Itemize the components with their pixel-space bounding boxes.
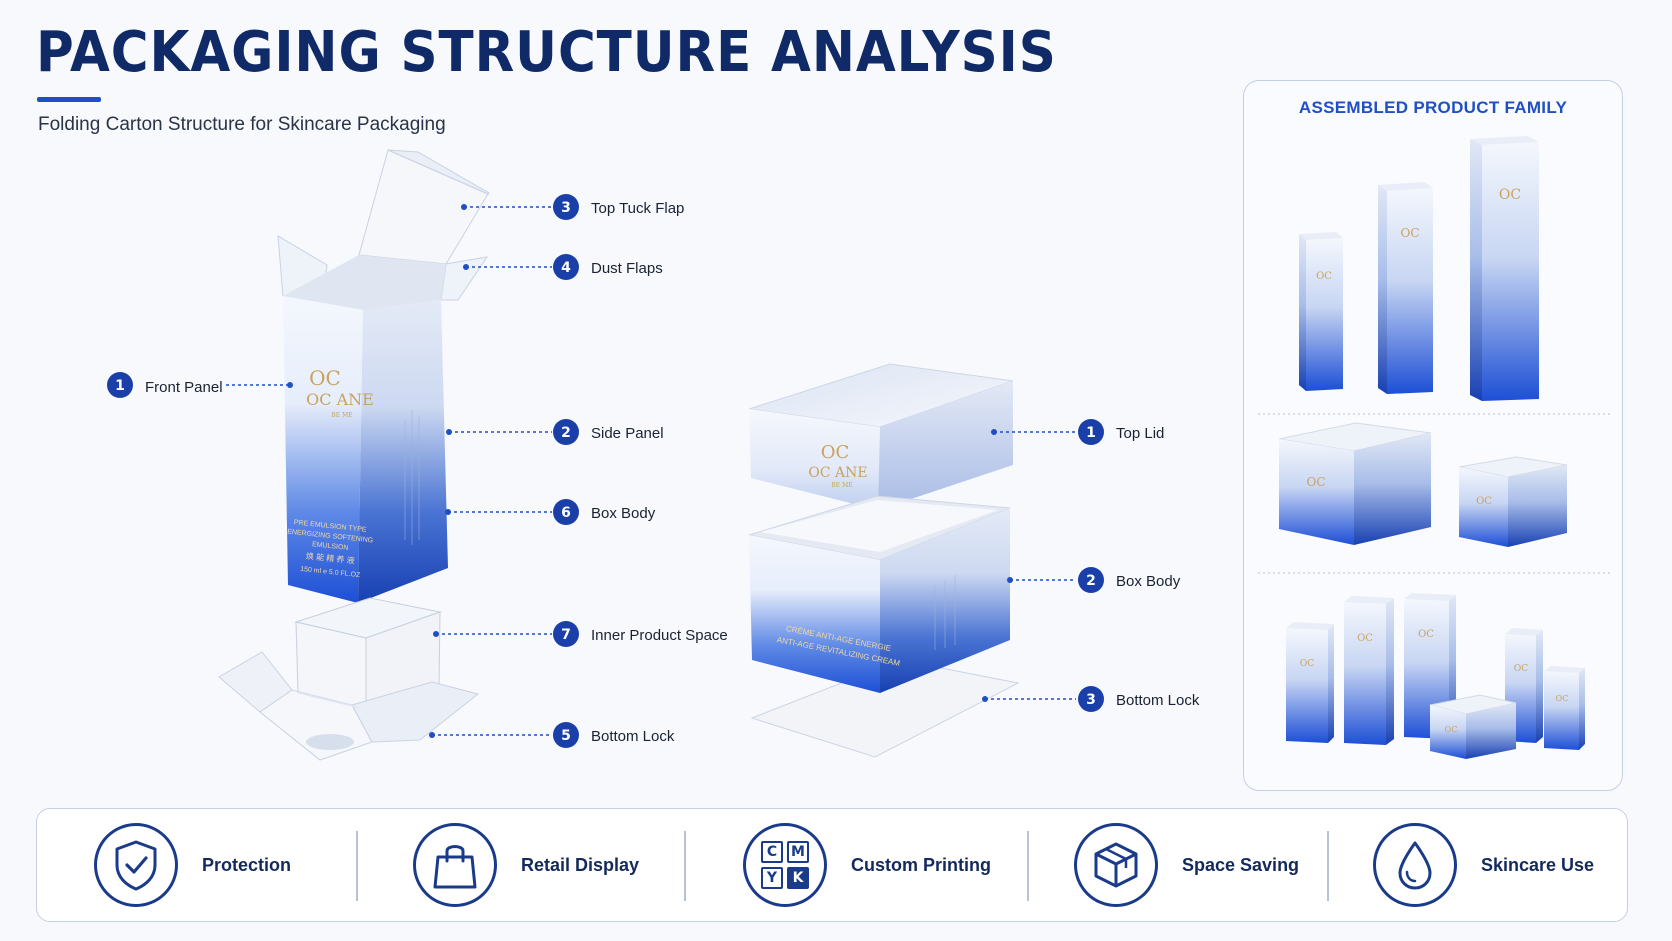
side-panel-graphic bbox=[358, 300, 448, 603]
svg-text:6: 6 bbox=[561, 505, 571, 521]
svg-text:Top Tuck Flap: Top Tuck Flap bbox=[591, 200, 684, 217]
svg-text:OC: OC bbox=[1556, 694, 1569, 703]
svg-text:OC: OC bbox=[1316, 271, 1332, 282]
shield-check-icon bbox=[94, 823, 178, 907]
cmyk-y: Y bbox=[761, 867, 783, 889]
svg-text:Box Body: Box Body bbox=[1116, 573, 1181, 590]
feature-label-protection: Protection bbox=[202, 854, 292, 875]
feature-label-space-saving: Space Saving bbox=[1182, 854, 1300, 875]
svg-text:OC: OC bbox=[1400, 226, 1419, 240]
svg-text:Dust Flaps: Dust Flaps bbox=[591, 260, 663, 277]
feature-bar: Protection Retail Display C M Y K Custom… bbox=[36, 808, 1628, 922]
feature-label-retail-display: Retail Display bbox=[521, 854, 640, 875]
lid-box-body-graphic bbox=[749, 535, 880, 693]
box-icon bbox=[1074, 823, 1158, 907]
front-panel-graphic bbox=[283, 296, 363, 603]
cmyk-m: M bbox=[787, 841, 809, 863]
svg-text:OC: OC bbox=[1306, 475, 1325, 489]
family-row-mixed-group: OC OC OC OC OC OC bbox=[1286, 593, 1585, 759]
svg-text:OC: OC bbox=[1445, 725, 1458, 734]
callout-dust-flaps: 4 Dust Flaps bbox=[553, 254, 663, 280]
tuck-carton: OC OC ANE BE ME PRE EMULSION TYPE ENERGI… bbox=[218, 149, 552, 761]
top-tuck-flap-graphic bbox=[358, 149, 489, 265]
tuck-brand-line1: OC bbox=[309, 366, 341, 390]
feature-space-saving: Space Saving bbox=[1074, 809, 1299, 921]
feature-skincare-use: Skincare Use bbox=[1373, 809, 1594, 921]
page-title: PACKAGING STRUCTURE ANALYSIS bbox=[36, 20, 1057, 85]
svg-text:2: 2 bbox=[561, 425, 571, 441]
svg-text:Box Body: Box Body bbox=[591, 505, 656, 522]
feature-divider bbox=[1027, 831, 1029, 901]
lid-brand-line1: OC bbox=[821, 442, 850, 463]
svg-text:OC: OC bbox=[1357, 633, 1373, 644]
svg-text:Side Panel: Side Panel bbox=[591, 425, 664, 442]
svg-text:1: 1 bbox=[115, 378, 125, 394]
feature-protection: Protection bbox=[94, 809, 291, 921]
svg-text:3: 3 bbox=[561, 200, 571, 216]
callout-top-lid: 1 Top Lid bbox=[1078, 419, 1164, 445]
callout-lid-box-body: 2 Box Body bbox=[1078, 567, 1181, 593]
callout-inner-product-space: 7 Inner Product Space bbox=[553, 621, 728, 647]
feature-divider bbox=[356, 831, 358, 901]
cmyk-k: K bbox=[787, 867, 809, 889]
tuck-product-line3: EMULSION bbox=[312, 541, 349, 552]
tuck-brand-line2: OC ANE bbox=[306, 390, 374, 409]
svg-text:Inner Product Space: Inner Product Space bbox=[591, 627, 728, 644]
product-family-title: ASSEMBLED PRODUCT FAMILY bbox=[1298, 98, 1568, 117]
title-underline bbox=[37, 97, 101, 102]
svg-text:Bottom Lock: Bottom Lock bbox=[591, 728, 675, 745]
callout-box-body: 6 Box Body bbox=[553, 499, 656, 525]
svg-text:1: 1 bbox=[1086, 425, 1096, 441]
lid-brand-line2: OC ANE bbox=[808, 465, 867, 481]
svg-text:3: 3 bbox=[1086, 692, 1096, 708]
svg-text:7: 7 bbox=[561, 627, 571, 643]
droplet-icon bbox=[1373, 823, 1457, 907]
svg-text:Bottom Lock: Bottom Lock bbox=[1116, 692, 1200, 709]
page-subtitle: Folding Carton Structure for Skincare Pa… bbox=[38, 114, 446, 135]
cmyk-icon: C M Y K bbox=[743, 823, 827, 907]
shopping-bag-icon bbox=[413, 823, 497, 907]
svg-text:OC: OC bbox=[1476, 496, 1492, 507]
tuck-brand-line3: BE ME bbox=[331, 412, 352, 419]
lid-brand-line3: BE ME bbox=[831, 482, 852, 489]
product-family-panel: ASSEMBLED PRODUCT FAMILY bbox=[1243, 80, 1623, 791]
product-family-illustration: OC OC OC OC OC bbox=[1258, 136, 1610, 759]
lid-box: OC OC ANE BE ME CRÈME ANTI-AGE ENERGIE A… bbox=[748, 363, 1076, 758]
feature-divider bbox=[684, 831, 686, 901]
svg-text:4: 4 bbox=[561, 260, 571, 276]
svg-text:Top Lid: Top Lid bbox=[1116, 425, 1164, 442]
family-row-tall-cartons: OC OC OC bbox=[1299, 136, 1539, 401]
family-row-square-boxes: OC OC bbox=[1278, 422, 1568, 547]
feature-divider bbox=[1327, 831, 1329, 901]
feature-label-skincare-use: Skincare Use bbox=[1481, 854, 1595, 875]
bottom-lock-graphic bbox=[218, 651, 480, 761]
svg-text:5: 5 bbox=[561, 728, 571, 744]
svg-text:Front Panel: Front Panel bbox=[145, 379, 223, 396]
callout-lid-bottom-lock: 3 Bottom Lock bbox=[1078, 686, 1200, 712]
svg-text:2: 2 bbox=[1086, 573, 1096, 589]
cmyk-c: C bbox=[761, 841, 783, 863]
svg-text:OC: OC bbox=[1499, 187, 1521, 203]
svg-text:OC: OC bbox=[1418, 629, 1434, 640]
svg-text:OC: OC bbox=[1514, 664, 1528, 674]
callout-side-panel: 2 Side Panel bbox=[553, 419, 664, 445]
feature-label-custom-printing: Custom Printing bbox=[851, 854, 991, 875]
callout-top-tuck-flap: 3 Top Tuck Flap bbox=[553, 194, 684, 220]
feature-custom-printing: C M Y K Custom Printing bbox=[743, 809, 991, 921]
callout-bottom-lock: 5 Bottom Lock bbox=[553, 722, 675, 748]
callout-front-panel: 1 Front Panel bbox=[107, 372, 223, 398]
feature-retail-display: Retail Display bbox=[413, 809, 639, 921]
svg-text:OC: OC bbox=[1300, 659, 1314, 669]
